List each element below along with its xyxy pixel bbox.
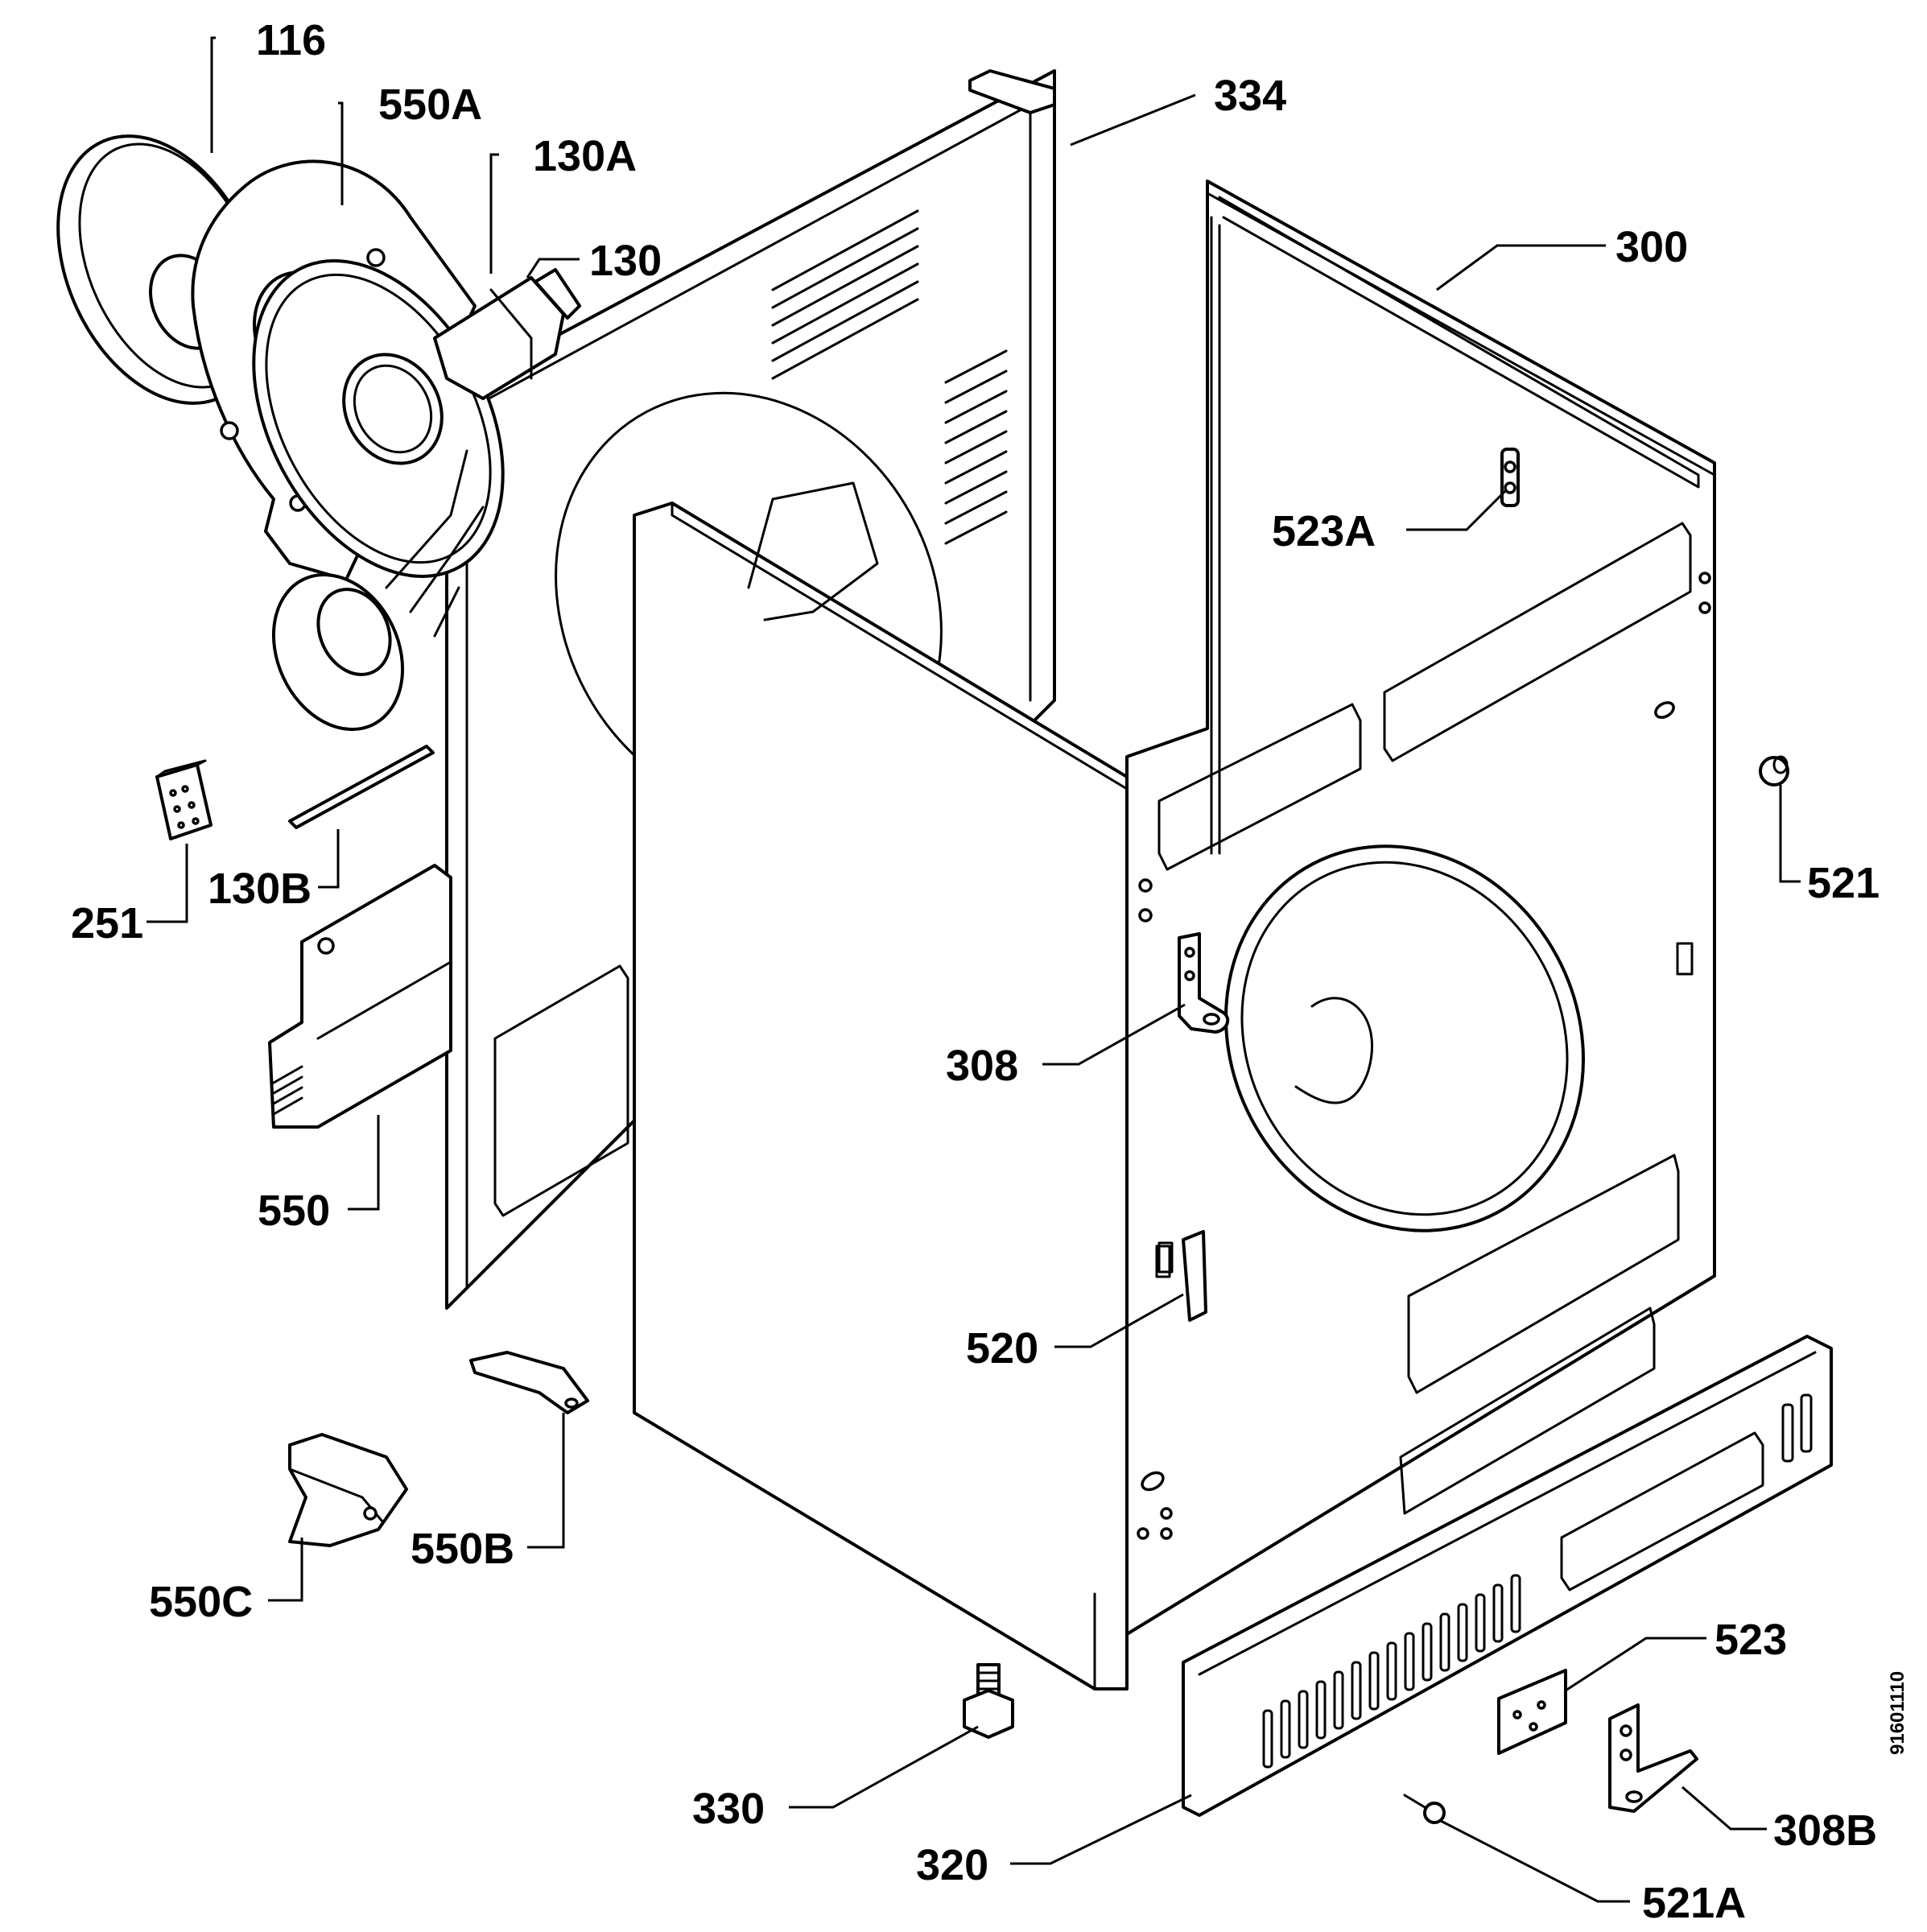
plate-523 [1497, 1669, 1567, 1755]
rear-vent-bottom [944, 349, 1008, 545]
clip-550B [469, 1351, 589, 1414]
drum-support-spokes [385, 449, 879, 638]
callout-523: 523 [1714, 1616, 1787, 1664]
callout-308: 308 [946, 1042, 1018, 1090]
callout-523A: 523A [1272, 507, 1376, 555]
leader-lines [146, 36, 1801, 1903]
callout-520: 520 [966, 1324, 1038, 1373]
screw-521A [1403, 1794, 1446, 1824]
callout-330: 330 [692, 1785, 765, 1833]
bracket-308B [1608, 1703, 1698, 1813]
callout-550C: 550C [149, 1578, 253, 1626]
clip-550C [288, 1433, 408, 1547]
door-latch-520 [1155, 1230, 1207, 1322]
callout-550A: 550A [378, 80, 482, 129]
callout-130A: 130A [533, 132, 637, 180]
callout-130: 130 [589, 237, 662, 285]
callout-521: 521 [1807, 859, 1880, 907]
callout-320: 320 [916, 1841, 988, 1889]
knob-521 [1759, 755, 1789, 786]
filter-pad-251 [155, 759, 213, 840]
kickplate-vent-slots [1262, 1574, 1521, 1769]
callout-labels: 116 550A 130A 130 334 300 523A 521 251 1… [71, 16, 1880, 1927]
adjustable-foot-330 [963, 1663, 1014, 1739]
callout-116: 116 [256, 16, 326, 64]
callout-550B: 550B [411, 1525, 514, 1573]
hinge-bracket-308 [1178, 932, 1230, 1034]
rod-130B [288, 745, 435, 829]
support-bracket-550 [268, 864, 452, 1129]
side-panel [633, 502, 1174, 1690]
cabinet-housing [1093, 180, 1716, 1636]
callout-130B: 130B [208, 865, 312, 913]
callout-521A: 521A [1642, 1879, 1746, 1927]
rear-vent-top [771, 209, 919, 380]
bearing-bracket-130 [433, 268, 581, 400]
callout-300: 300 [1615, 223, 1688, 271]
hinge-slot-523A [1500, 448, 1520, 507]
kickplate-320 [1182, 1335, 1833, 1817]
drawing-reference-number: 91601110 [1887, 1671, 1908, 1755]
callout-550: 550 [258, 1187, 330, 1235]
callout-334: 334 [1214, 72, 1286, 120]
callout-251: 251 [71, 899, 143, 947]
callout-308B: 308B [1773, 1806, 1877, 1855]
